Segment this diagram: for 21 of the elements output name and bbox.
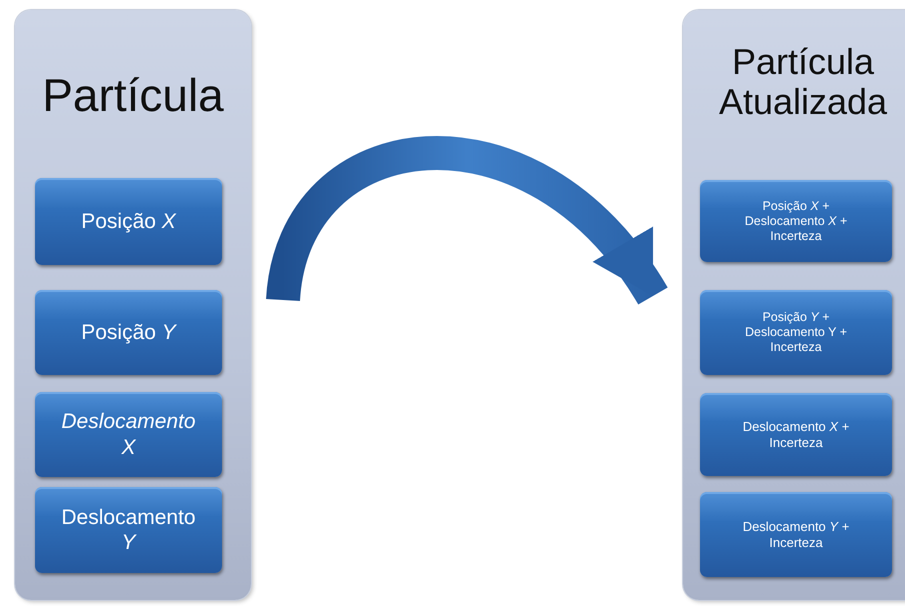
- process-box: [700, 492, 892, 577]
- process-box: [700, 393, 892, 476]
- box-label: Posição X: [80, 208, 178, 234]
- box-label: Posição Y: [80, 320, 178, 346]
- process-box: [700, 290, 892, 375]
- panel-title: Partícula: [41, 70, 225, 121]
- process-box: [700, 180, 892, 262]
- group-panel: [683, 10, 905, 600]
- box-label: Deslocamento X: [60, 409, 197, 460]
- box-label: Deslocamento Y + Incerteza: [742, 518, 850, 550]
- process-box: [35, 178, 222, 265]
- process-box: [35, 487, 222, 573]
- box-label: Deslocamento X + Incerteza: [742, 418, 850, 450]
- group-panel: [15, 10, 251, 600]
- process-box: [35, 290, 222, 375]
- panel-title: Partícula Atualizada: [718, 42, 888, 122]
- process-box: [35, 392, 222, 477]
- curved-arrow: [266, 136, 667, 306]
- box-label: Deslocamento Y: [60, 504, 197, 556]
- box-label: Posição Y + Deslocamento Y + Incerteza: [744, 310, 848, 355]
- box-label: Posição X + Deslocamento X + Incerteza: [744, 198, 848, 244]
